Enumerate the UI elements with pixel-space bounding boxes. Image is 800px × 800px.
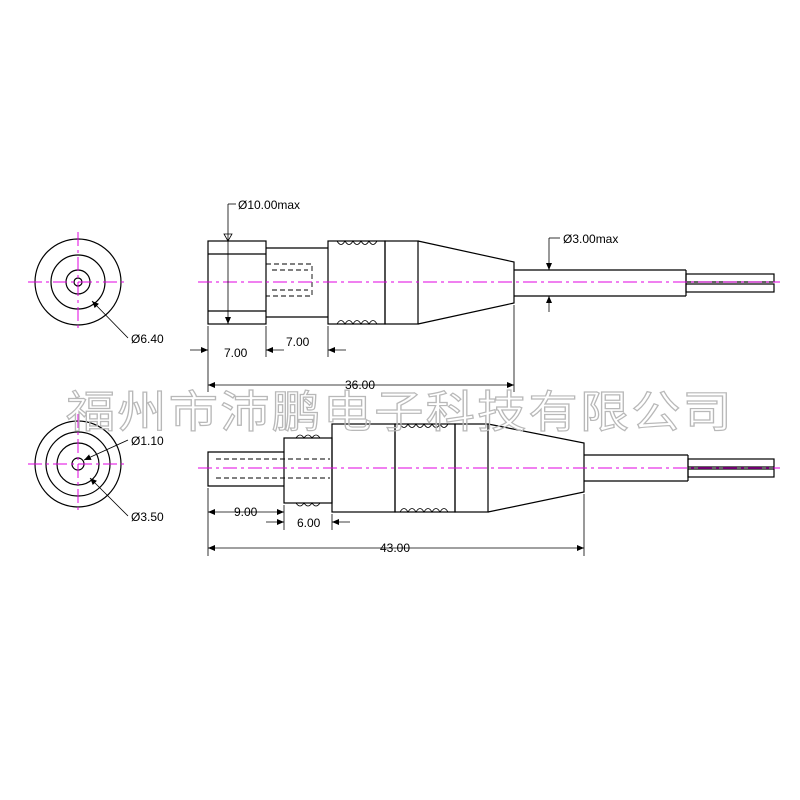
bottom-end-view: [28, 414, 129, 517]
company-watermark: 福州市沛鹏电子科技有限公司: [66, 387, 734, 438]
label-top-dim-a: 7.00: [224, 346, 248, 360]
bottom-dimensions: [207, 488, 585, 556]
label-cable-diameter: Ø3.00max: [563, 232, 618, 246]
top-dimensions: [190, 203, 560, 392]
top-side-view: [198, 240, 780, 325]
bottom-side-view: [198, 423, 780, 513]
label-body-diameter: Ø10.00max: [238, 198, 300, 212]
label-face-diameter: Ø6.40: [131, 332, 164, 346]
label-top-overall: 36.00: [345, 378, 375, 392]
label-pin-diameter: Ø1.10: [131, 434, 164, 448]
label-top-dim-b: 7.00: [286, 335, 310, 349]
label-barrel-diameter: Ø3.50: [131, 510, 164, 524]
label-bottom-overall: 43.00: [380, 541, 410, 555]
top-end-view: [28, 232, 129, 339]
label-bottom-dim-b: 6.00: [297, 516, 321, 530]
label-bottom-dim-a: 9.00: [234, 505, 258, 519]
